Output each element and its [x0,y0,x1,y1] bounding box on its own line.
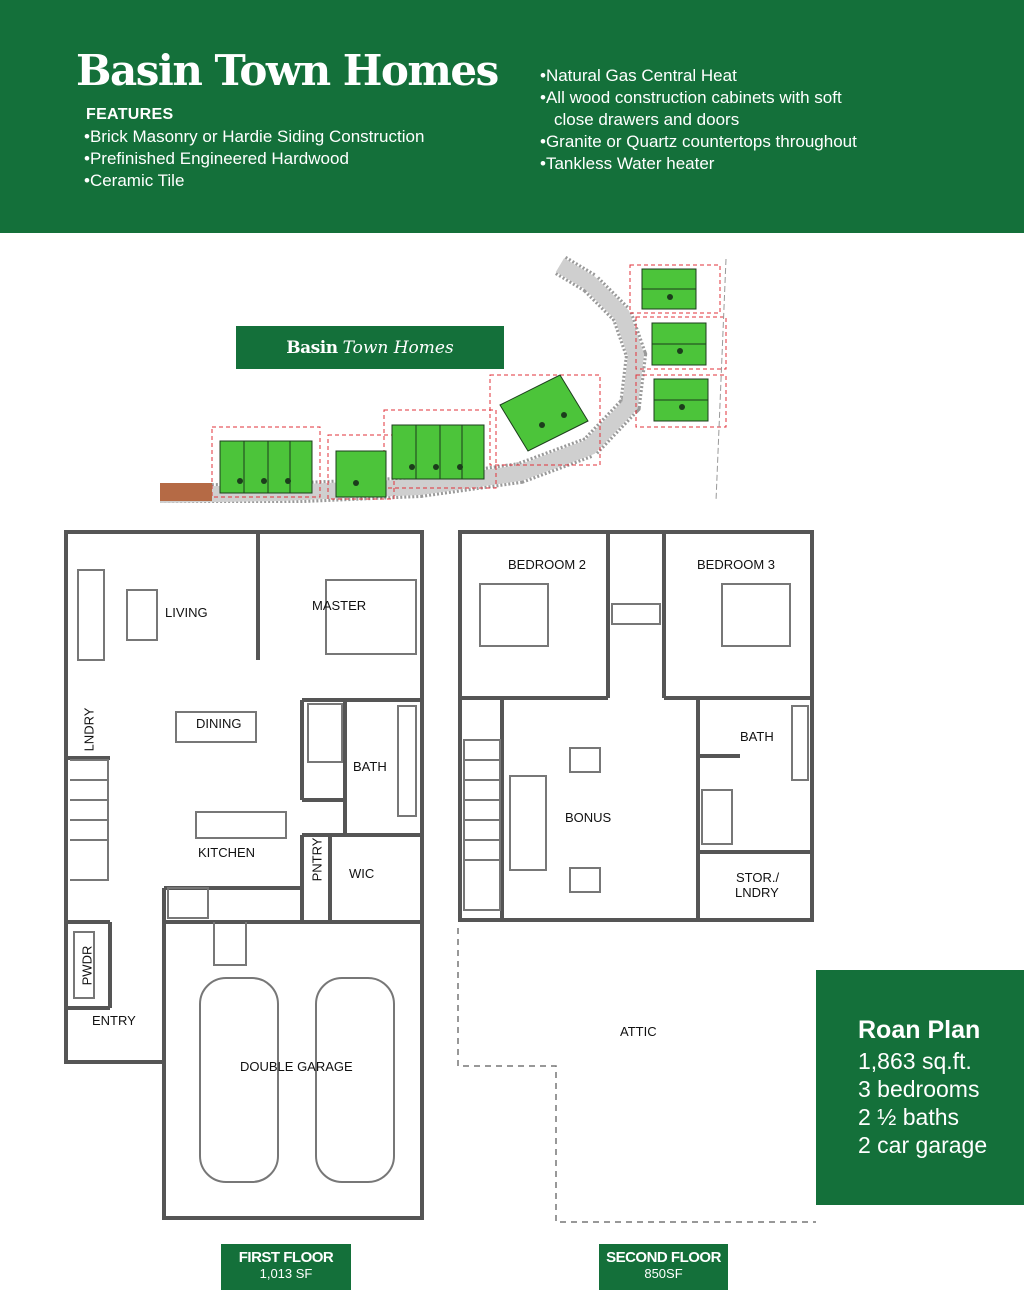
first-floor-walls [64,530,424,1220]
room-kitchen: KITCHEN [198,845,256,860]
plan-baths: 2 ½ baths [858,1104,960,1130]
adjacent-lot [160,483,212,501]
room-master: MASTER [312,598,367,613]
feature-item: Prefinished Engineered Hardwood [84,148,424,170]
feature-item: Tankless Water heater [540,153,857,175]
plan-name: Roan Plan [858,1016,981,1044]
room-bonus: BONUS [565,810,612,825]
feature-item: Ceramic Tile [84,170,424,192]
room-bath-first: BATH [353,759,387,774]
room-attic: ATTIC [620,1024,657,1039]
room-double-garage: DOUBLE GARAGE [240,1059,353,1074]
room-powder: PWDR [79,945,95,986]
first-floor-area: 1,013 SF [259,1266,313,1281]
room-bath-second: BATH [740,729,774,744]
header-banner: Basin Town Homes FEATURES Brick Masonry … [0,0,1024,233]
plan-summary-box: Roan Plan 1,863 sq.ft. 3 bedrooms 2 ½ ba… [816,970,1024,1205]
room-bedroom-3: BEDROOM 3 [697,557,776,572]
plan-bedrooms: 3 bedrooms [858,1076,980,1102]
feature-item: Brick Masonry or Hardie Siding Construct… [84,126,424,148]
room-storage-line1: STOR./ [736,870,780,885]
unit-dividers [243,288,708,493]
page-title: Basin Town Homes [76,46,499,95]
room-bedroom-2: BEDROOM 2 [508,557,587,572]
room-dining: DINING [196,716,242,731]
property-line [715,258,727,502]
room-entry: ENTRY [92,1013,136,1028]
room-pantry: PNTRY [309,837,325,882]
room-laundry: LNDRY [81,707,97,752]
features-list-left: Brick Masonry or Hardie Siding Construct… [84,126,424,192]
badge-italic: Town Homes [342,337,454,358]
first-floor-fixtures [70,569,417,1183]
badge-bold: Basin [286,337,338,358]
first-floor-tag: FIRST FLOOR 1,013 SF [221,1244,351,1290]
second-floor-fixtures [463,583,809,911]
second-floor-tag: SECOND FLOOR 850SF [599,1244,728,1290]
room-storage-line2: LNDRY [735,885,779,900]
lot-boundaries [211,264,727,500]
plan-garage: 2 car garage [858,1132,988,1158]
second-floor-label: SECOND FLOOR [606,1249,721,1266]
feature-item-continuation: close drawers and doors [554,110,740,129]
features-list-right: Natural Gas Central Heat All wood constr… [540,65,857,175]
plan-sqft: 1,863 sq.ft. [858,1048,972,1074]
site-badge: Basin Town Homes [236,326,504,369]
first-floor-label: FIRST FLOOR [238,1249,334,1266]
second-floor-walls [458,530,814,922]
site-plan-map [160,255,727,503]
feature-item: All wood construction cabinets with soft [540,87,857,109]
features-heading: FEATURES [86,106,174,123]
room-wic: WIC [349,866,375,881]
feature-item: Natural Gas Central Heat [540,65,857,87]
attic-outline [457,928,816,1223]
room-living: LIVING [165,605,208,620]
lot-dots [237,294,685,486]
feature-item: Granite or Quartz countertops throughout [540,131,857,153]
second-floor-area: 850SF [644,1266,683,1281]
